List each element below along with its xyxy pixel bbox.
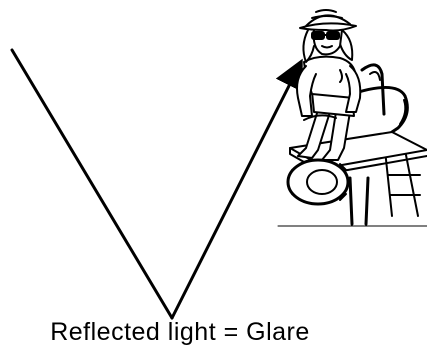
caption: Reflected light = Glare	[0, 318, 360, 347]
reflected-light-ray	[172, 64, 300, 318]
lifeguard-illustration-icon	[278, 10, 427, 226]
incident-light-ray	[12, 50, 172, 318]
